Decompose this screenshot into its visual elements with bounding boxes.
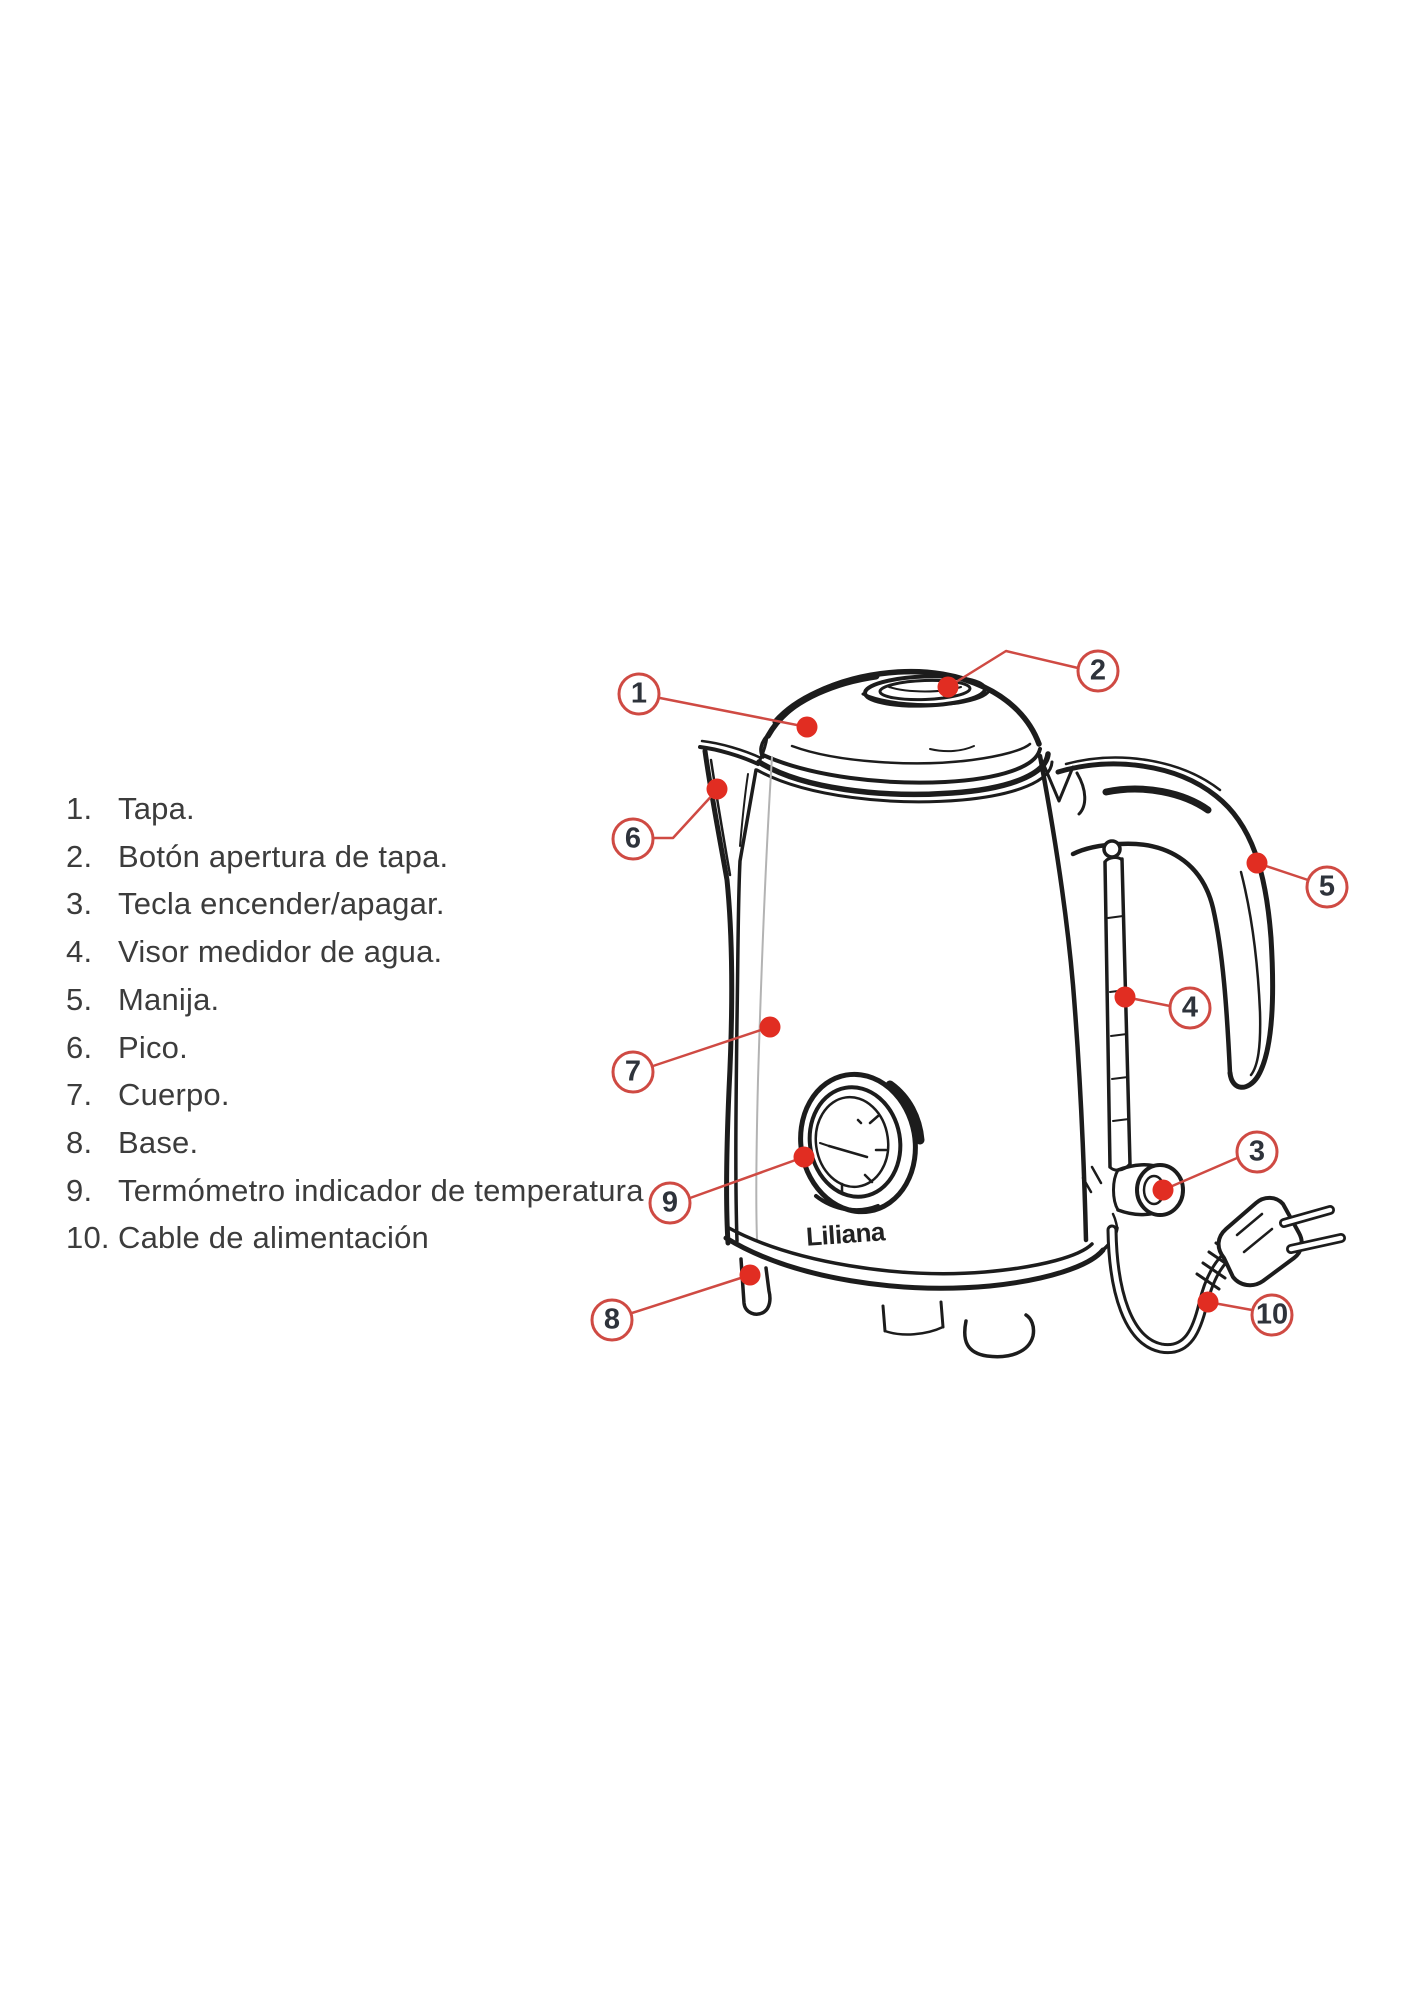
part-label: Tecla encender/apagar.	[118, 886, 445, 922]
callout-6-number: 6	[624, 822, 642, 855]
parts-list-item: 1. Tapa.	[66, 785, 644, 833]
callout-4: 4	[1168, 986, 1212, 1030]
parts-list-item: 6. Pico.	[66, 1024, 644, 1072]
base-sketch	[723, 1212, 1119, 1359]
callout-10-number: 10	[1255, 1298, 1289, 1331]
handle-sketch	[1055, 756, 1276, 1090]
parts-list-item: 7. Cuerpo.	[66, 1071, 644, 1119]
callout-9: 9	[648, 1181, 692, 1225]
callout-4-number: 4	[1181, 991, 1199, 1024]
callout-6: 6	[611, 817, 655, 861]
brand-logo: Liliana	[805, 1216, 886, 1252]
part-label: Cable de alimentación	[118, 1220, 429, 1256]
callout-3-number: 3	[1248, 1135, 1266, 1168]
body-sketch	[1037, 753, 1089, 1243]
part-number: 10.	[66, 1220, 110, 1256]
rim-sketch	[755, 734, 1054, 804]
parts-list-item: 3. Tecla encender/apagar.	[66, 880, 644, 928]
callout-leader-lines	[630, 649, 1310, 1315]
parts-list-item: 9. Termómetro indicador de temperatura	[66, 1167, 644, 1215]
part-number: 4.	[66, 934, 93, 970]
part-number: 5.	[66, 981, 93, 1017]
callout-2-number: 2	[1089, 654, 1107, 687]
spout-sketch	[698, 735, 773, 1246]
part-number: 3.	[66, 886, 93, 922]
part-label: Tapa.	[118, 791, 195, 826]
callout-1: 1	[617, 672, 661, 716]
part-label: Manija.	[118, 981, 220, 1017]
part-label: Pico.	[118, 1029, 188, 1065]
part-number: 2.	[66, 838, 93, 874]
callout-9-number: 9	[661, 1186, 679, 1219]
parts-list-item: 8. Base.	[66, 1119, 644, 1167]
part-label: Botón apertura de tapa.	[118, 838, 449, 874]
callout-7-number: 7	[624, 1055, 642, 1088]
callout-8-number: 8	[603, 1303, 621, 1336]
part-label: Cuerpo.	[118, 1077, 230, 1113]
callout-1-number: 1	[630, 677, 648, 710]
part-number: 9.	[66, 1172, 93, 1208]
callout-2: 2	[1076, 649, 1120, 693]
parts-list-item: 4. Visor medidor de agua.	[66, 928, 644, 976]
thermometer-gauge-sketch	[798, 1071, 925, 1215]
callout-7: 7	[611, 1050, 655, 1094]
callout-anchor-dots	[706, 676, 1268, 1313]
part-number: 7.	[66, 1077, 93, 1113]
lid-sketch	[765, 668, 1042, 747]
callout-8: 8	[590, 1298, 634, 1342]
parts-list-item: 10.Cable de alimentación	[66, 1214, 644, 1262]
callout-5-number: 5	[1318, 870, 1336, 903]
callout-5: 5	[1305, 865, 1349, 909]
part-number: 8.	[66, 1124, 93, 1160]
callout-10: 10	[1250, 1293, 1294, 1337]
part-number: 6.	[66, 1029, 93, 1065]
part-label: Base.	[118, 1124, 199, 1160]
parts-list-item: 5. Manija.	[66, 976, 644, 1024]
part-label: Visor medidor de agua.	[118, 934, 443, 970]
power-cable-sketch	[1106, 1195, 1346, 1355]
callout-3: 3	[1235, 1130, 1279, 1174]
parts-list: 1. Tapa. 2. Botón apertura de tapa. 3. Tecl…	[66, 785, 644, 1262]
part-number: 1.	[66, 791, 93, 826]
part-label: Termómetro indicador de temperatura	[118, 1172, 644, 1208]
parts-list-item: 2. Botón apertura de tapa.	[66, 833, 644, 881]
